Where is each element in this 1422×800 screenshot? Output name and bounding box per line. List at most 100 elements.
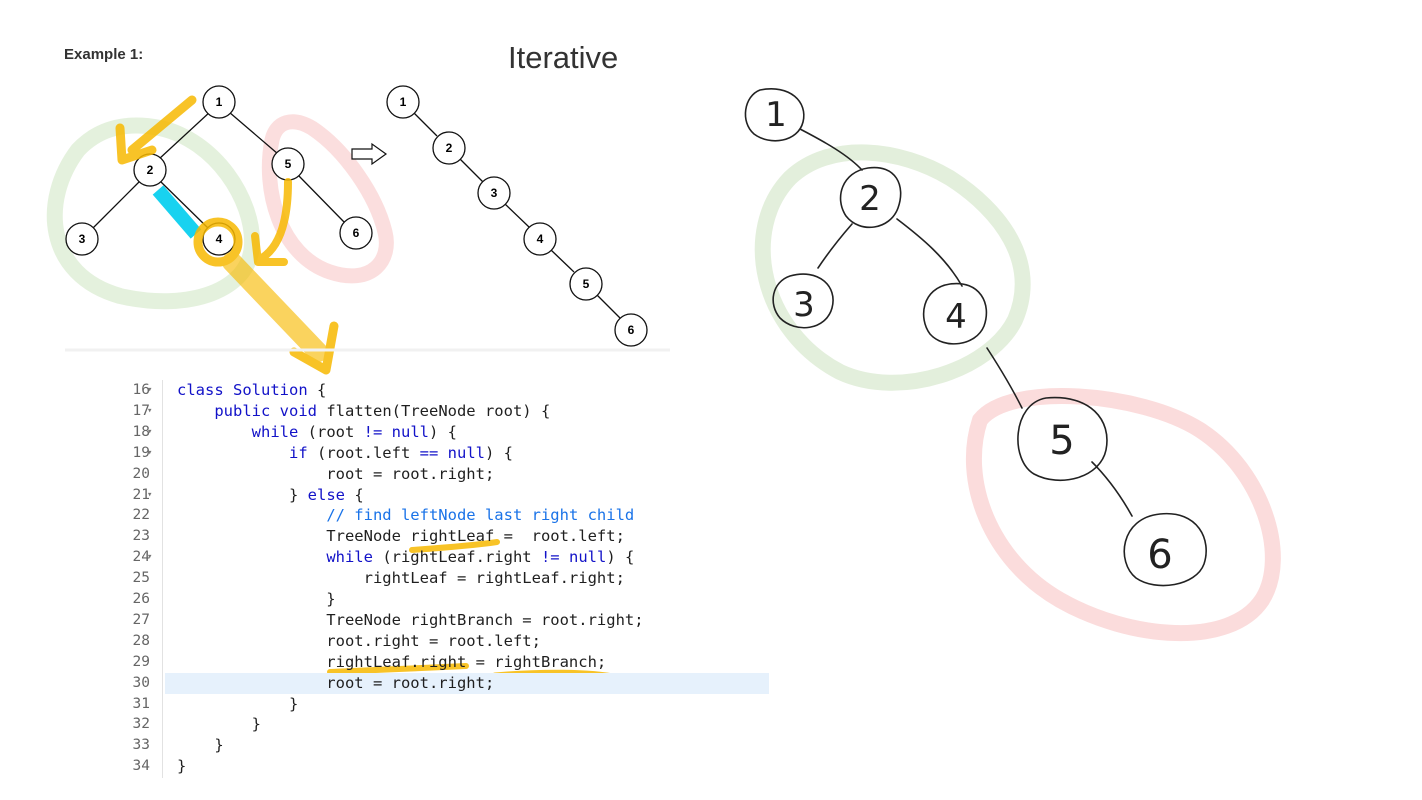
node-label: 5 [1049,418,1074,464]
line-number: 28 [132,632,150,649]
code-text: root.right = root.left; [177,631,541,650]
code-line: 17▾ public void flatten(TreeNode root) { [110,401,714,422]
tree-edge [297,174,346,224]
node-label: 6 [353,226,360,240]
code-text: } [177,736,224,755]
tree-node: 1 [744,88,805,142]
line-number: 31 [132,695,150,712]
code-text: TreeNode rightBranch = root.right; [177,610,644,629]
node-label: 3 [491,186,498,200]
node-label: 3 [79,232,86,246]
code-text: } [177,694,299,713]
code-line: 26 } [110,589,714,610]
node-label: 2 [859,179,881,219]
line-number: 26 [132,591,150,607]
tree-node: 3 [772,273,834,329]
tree-edge [158,110,212,160]
code-line: 34} [110,756,714,777]
tree-node: 5 [271,147,305,181]
line-number: 27 [132,611,150,628]
flattened-tree: 1 2 3 4 5 6 [386,85,648,347]
code-text: public void flatten(TreeNode root) { [214,401,551,420]
node-label: 1 [765,95,787,135]
fold-chevron-icon[interactable]: ▾ [147,426,153,437]
tree-edge [550,249,575,273]
tree-node: 4 [523,222,557,256]
code-line: 22 // find leftNode last right child [110,505,714,526]
tree-edge [228,111,279,155]
code-text: class Solution { [177,381,327,399]
tree-node: 2 [432,131,466,165]
handdrawn-tree: 1 2 3 4 5 6 [744,88,1207,587]
page-title: Iterative [508,40,619,75]
code-line-active: 30 root = root.right; [133,672,769,694]
underline-rightleaf-decl [409,539,500,553]
code-text: root = root.right; [177,464,495,483]
code-text: } else { [177,485,364,504]
code-text: while (rightLeaf.right != null) { [326,548,635,567]
arrow-to-node-2 [127,95,197,155]
node-label: 2 [446,141,453,155]
node-label: 5 [285,157,292,171]
code-text: } [177,590,336,608]
code-text: if (root.left == null) { [288,443,513,462]
node-label: 4 [216,232,223,246]
line-number: 21 [132,486,150,503]
tree-edge [896,218,963,287]
tree-node: 1 [202,85,236,119]
code-text: rightLeaf = rightLeaf.right; [177,569,625,588]
tree-edge [986,347,1023,409]
tree-node: 3 [65,222,99,256]
code-line: 24▾ while (rightLeaf.right != null) { [110,547,714,568]
fold-chevron-icon[interactable]: ▾ [147,552,153,563]
line-number: 30 [132,674,150,691]
transform-arrow-icon [351,142,388,166]
example-label: Example 1: [64,46,144,63]
fold-chevron-icon[interactable]: ▾ [147,385,153,395]
line-number: 23 [132,528,150,545]
code-text: rightLeaf.right = rightBranch; [177,652,607,671]
code-line: 32 } [110,714,714,735]
underline-rightleaf-assign [327,663,469,675]
tree-node: 2 [839,166,902,229]
code-line: 19▾ if (root.left == null) { [110,443,714,464]
tree-node: 5 [1017,396,1108,482]
code-text: } [177,715,261,734]
tree-node: 6 [339,216,373,250]
code-text: TreeNode rightLeaf = root.left; [177,527,625,546]
tree-edge [596,294,621,319]
tree-edge [504,203,530,228]
tree-node: 4 [922,282,988,345]
node-label: 5 [583,277,590,291]
yellow-annotations [115,95,622,682]
line-number: 17 [132,402,150,419]
line-number: 32 [132,716,150,733]
code-line: 31 } [110,694,714,715]
tree-node: 5 [569,267,603,301]
code-line: 29 rightLeaf.right = rightBranch; [110,652,714,673]
tree-edge [91,179,142,230]
node-label: 1 [400,95,407,109]
gutter-border [162,380,163,778]
code-line: 21▾ } else { [110,485,714,506]
fold-chevron-icon[interactable]: ▾ [147,447,153,458]
line-number: 33 [132,737,150,754]
tree-node: 6 [1123,512,1207,587]
line-number: 19 [132,444,150,461]
arrow-to-code [222,252,328,362]
tree-edge [799,128,863,171]
tree-edge [413,112,438,137]
fold-chevron-icon[interactable]: ▾ [147,489,153,500]
fold-chevron-icon[interactable]: ▾ [147,405,153,416]
line-number: 34 [132,758,150,775]
node-4-circle-highlight [193,217,243,267]
line-number: 24 [132,549,150,566]
green-group-annotation [46,117,261,310]
green-group-annotation-right [754,144,1031,391]
node-label: 6 [628,323,635,337]
code-editor: 16▾class Solution {17▾ public void flatt… [110,378,769,778]
code-text: while (root != null) { [251,422,457,441]
node-label: 4 [537,232,544,246]
tree-edge [459,158,484,183]
